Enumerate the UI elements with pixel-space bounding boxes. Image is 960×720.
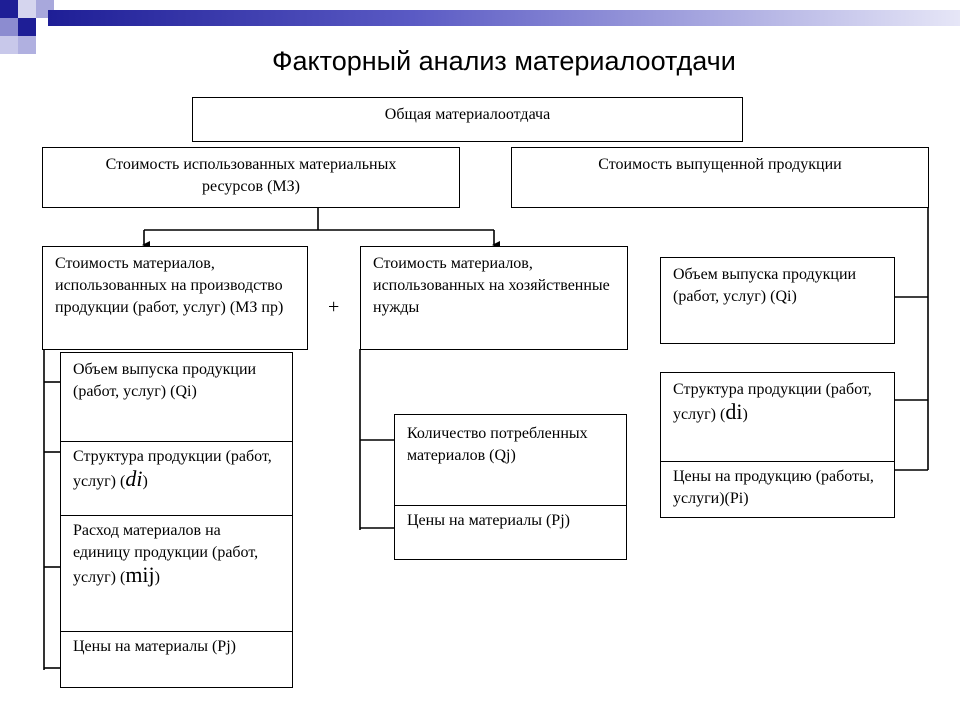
- right-structure-cell: Структура продукции (работ, услуг) (di): [661, 373, 894, 461]
- production-materials-label: Стоимость материалов, использованных на …: [55, 255, 284, 316]
- header-band: [48, 10, 960, 26]
- left-consumption-cell: Расход материалов на единицу продукции (…: [61, 515, 292, 631]
- right-output-box: Объем выпуска продукции (работ, услуг) (…: [660, 257, 895, 344]
- right-output-cell: Объем выпуска продукции (работ, услуг) (…: [661, 258, 894, 343]
- left-structure-label: Структура продукции (работ, услуг) (: [73, 448, 272, 490]
- corner-square: [18, 18, 36, 36]
- left-structure-symbol: di: [125, 466, 143, 491]
- right-prices-label: Цены на продукцию (работы, услуги)(Pi): [673, 468, 874, 507]
- center-quantity-label: Количество потребленных материалов (Qj): [407, 425, 588, 464]
- household-materials-box: Стоимость материалов, использованных на …: [360, 246, 628, 350]
- left-structure-cell: Структура продукции (работ, услуг) (di): [61, 441, 292, 515]
- corner-square: [18, 36, 36, 54]
- total-material-efficiency-box: Общая материалоотдача: [192, 97, 743, 142]
- left-consumption-symbol: mij: [125, 562, 155, 587]
- plus-sign: +: [328, 296, 340, 318]
- right-prices-cell: Цены на продукцию (работы, услуги)(Pi): [661, 461, 894, 517]
- center-factors-box: Количество потребленных материалов (Qj) …: [394, 414, 627, 560]
- right-structure-close: ): [742, 406, 748, 423]
- left-consumption-label: Расход материалов на единицу продукции (…: [73, 522, 259, 586]
- corner-square: [0, 36, 18, 54]
- right-output-label: Объем выпуска продукции (работ, услуг) (…: [673, 266, 857, 305]
- right-structure-symbol: di: [725, 399, 743, 424]
- left-output-cell: Объем выпуска продукции (работ, услуг) (…: [61, 353, 292, 441]
- household-materials-label: Стоимость материалов, использованных на …: [373, 255, 610, 316]
- right-factors-box: Структура продукции (работ, услуг) (di) …: [660, 372, 895, 518]
- left-factors-box: Объем выпуска продукции (работ, услуг) (…: [60, 352, 293, 688]
- material-costs-box: Стоимость использованных материальных ре…: [42, 147, 460, 208]
- corner-square: [18, 0, 36, 18]
- left-structure-close: ): [142, 473, 148, 490]
- output-value-box: Стоимость выпущенной продукции: [511, 147, 929, 208]
- center-prices-cell: Цены на материалы (Pj): [395, 505, 626, 561]
- left-consumption-close: ): [154, 569, 160, 586]
- production-materials-box: Стоимость материалов, использованных на …: [42, 246, 308, 350]
- corner-square: [0, 0, 18, 18]
- slide-title: Факторный анализ материалоотдачи: [272, 46, 736, 76]
- center-quantity-cell: Количество потребленных материалов (Qj): [395, 415, 626, 505]
- center-prices-label: Цены на материалы (Pj): [407, 512, 570, 529]
- right-structure-label: Структура продукции (работ, услуг) (: [673, 381, 872, 423]
- corner-square: [0, 18, 18, 36]
- total-material-efficiency-label: Общая материалоотдача: [384, 106, 551, 123]
- output-value-label: Стоимость выпущенной продукции: [598, 156, 842, 173]
- left-prices-cell: Цены на материалы (Pj): [61, 631, 292, 687]
- left-output-label: Объем выпуска продукции (работ, услуг) (…: [73, 361, 257, 400]
- left-prices-label: Цены на материалы (Pj): [73, 638, 236, 655]
- material-costs-label: Стоимость использованных материальных ре…: [105, 156, 397, 195]
